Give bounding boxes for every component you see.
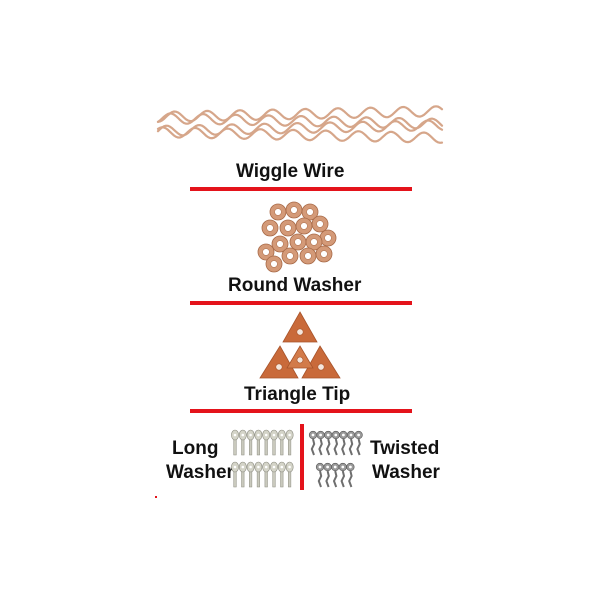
long-washer	[246, 461, 255, 488]
twisted-washer	[338, 462, 347, 488]
long-washer	[231, 429, 239, 456]
divider-1	[190, 187, 412, 191]
wiggle-wire-image	[156, 105, 444, 144]
twisted-washer	[346, 430, 356, 456]
long-washer	[262, 461, 271, 488]
long-washer	[238, 461, 247, 488]
long-washer-image	[231, 429, 294, 488]
round-washer-hole	[310, 238, 318, 246]
long-washer	[246, 429, 255, 456]
round-washer-hole	[270, 260, 278, 268]
long-washer	[254, 461, 263, 488]
round-washer-hole	[320, 250, 328, 258]
long-washer	[277, 461, 286, 488]
triangle-tip-image	[259, 311, 341, 379]
round-washer-image	[257, 201, 337, 273]
long-washer	[285, 461, 294, 488]
round-washer-hole	[294, 238, 302, 246]
divider-3	[190, 409, 412, 413]
round-washer-hole	[316, 220, 324, 228]
vertical-divider	[300, 424, 304, 490]
twisted-washer	[308, 430, 318, 456]
long-washer	[270, 461, 278, 488]
round-washer-hole	[290, 206, 298, 214]
long-washer	[238, 429, 247, 456]
long-washer	[285, 429, 294, 456]
twisted-washer	[339, 430, 348, 456]
twisted-washer-image	[308, 430, 363, 488]
long-washer-label-line2: Washer	[166, 462, 234, 483]
wiggle-wire-label: Wiggle Wire	[236, 161, 345, 182]
round-washer-label: Round Washer	[228, 275, 362, 296]
round-washer-hole	[324, 234, 332, 242]
round-washer-hole	[304, 252, 312, 260]
round-washer-hole	[262, 248, 270, 256]
round-washer-hole	[274, 208, 282, 216]
round-washer-hole	[284, 224, 292, 232]
twisted-washer	[331, 430, 340, 456]
long-washer	[262, 429, 271, 456]
divider-2	[190, 301, 412, 305]
wiggle-wire-strand	[156, 105, 444, 123]
long-washer-label-line1: Long	[172, 438, 219, 459]
long-washer	[270, 429, 278, 456]
twisted-washer	[316, 430, 325, 456]
twisted-washer	[324, 430, 333, 456]
twisted-washer	[331, 462, 340, 488]
round-washer-hole	[276, 240, 284, 248]
long-washer	[277, 429, 286, 456]
triangle-tip-label: Triangle Tip	[244, 384, 351, 405]
twisted-washer	[323, 462, 332, 488]
round-washer-hole	[266, 224, 274, 232]
wiggle-wire-strand	[156, 112, 444, 130]
round-washer-hole	[286, 252, 294, 260]
twisted-washer	[346, 462, 355, 488]
wiggle-wire-strand	[156, 119, 444, 137]
twisted-washer	[354, 430, 363, 456]
twisted-washer	[315, 462, 325, 488]
round-washer-hole	[300, 222, 308, 230]
long-washer	[231, 461, 239, 488]
wiggle-wire-strand	[156, 126, 444, 144]
twisted-washer-label-line1: Twisted	[370, 438, 440, 459]
round-washer-hole	[306, 208, 314, 216]
red-dot	[155, 496, 157, 498]
twisted-washer-label-line2: Washer	[372, 462, 440, 483]
long-washer	[254, 429, 263, 456]
